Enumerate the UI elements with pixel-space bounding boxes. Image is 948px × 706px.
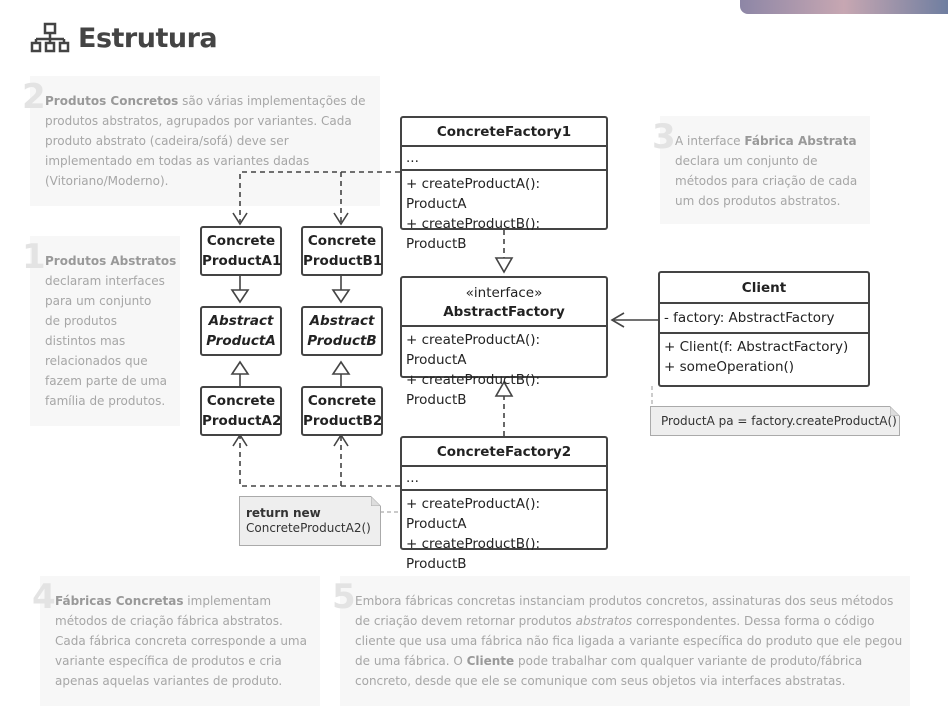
- note-text: A interface Fábrica Abstrata declara um …: [675, 134, 858, 208]
- decorative-banner-image: [740, 0, 948, 14]
- note-concrete-factories: 4 Fábricas Concretas implementam métodos…: [32, 576, 320, 706]
- note-bold: Fábricas Concretas: [55, 594, 184, 608]
- inheritance-arrow: [331, 360, 351, 375]
- class-concrete-factory-1: ConcreteFactory1 ... + createProductA():…: [400, 116, 608, 252]
- arrowhead: [610, 312, 625, 328]
- inheritance-arrow: [331, 289, 351, 304]
- note-abstract-factory: 3 A interface Fábrica Abstrata declara u…: [652, 116, 870, 224]
- note-number: 2: [22, 77, 46, 117]
- note-number: 1: [22, 237, 46, 277]
- dependency-line-cf1-products: [239, 171, 400, 222]
- realization-arrow: [494, 380, 514, 397]
- class-methods: + createProductA(): ProductA + createPro…: [402, 325, 606, 413]
- note-text: Fábricas Concretas implementam métodos d…: [55, 594, 307, 688]
- class-concrete-factory-2: ConcreteFactory2 ... + createProductA():…: [400, 436, 608, 572]
- class-fields: ...: [402, 465, 606, 489]
- note-bold: Produtos Concretos: [45, 94, 179, 108]
- class-client: Client - factory: AbstractFactory + Clie…: [658, 271, 870, 387]
- dependency-line-cf2-products: [239, 436, 400, 487]
- note-text: Produtos Abstratos declaram interfaces p…: [45, 254, 177, 408]
- code-note-cf2: return new ConcreteProductA2(): [239, 496, 381, 546]
- note-number: 3: [652, 117, 676, 157]
- class-methods: + Client(f: AbstractFactory) + someOpera…: [660, 332, 868, 380]
- note-text: Embora fábricas concretas instanciam pro…: [355, 594, 903, 688]
- note-number: 5: [332, 577, 356, 617]
- class-name: Client: [741, 280, 787, 296]
- page-title: Estrutura: [78, 22, 218, 54]
- class-methods: + createProductA(): ProductA + createPro…: [402, 489, 606, 577]
- note-concrete-products: 2 Produtos Concretos são várias implemen…: [22, 76, 380, 206]
- class-name: ConcreteFactory1: [436, 124, 572, 140]
- class-fields: ...: [402, 145, 606, 169]
- note-number: 4: [32, 577, 56, 617]
- arrowhead: [333, 212, 349, 226]
- arrowhead: [232, 212, 248, 226]
- class-fields: - factory: AbstractFactory: [660, 302, 868, 332]
- class-name: ConcreteFactory2: [436, 444, 572, 460]
- realization-arrow: [494, 257, 514, 274]
- interface-abstract-factory: «interface» AbstractFactory + createProd…: [400, 276, 608, 408]
- section-header: Estrutura: [30, 18, 218, 58]
- class-methods: + createProductA(): ProductA + createPro…: [402, 169, 606, 257]
- inheritance-arrow: [230, 360, 250, 375]
- code-note-client: ProductA pa = factory.createProductA(): [650, 406, 900, 436]
- note-bold: Produtos Abstratos: [45, 254, 177, 268]
- note-bold: Fábrica Abstrata: [744, 134, 857, 148]
- note-abstract-return-types: 5 Embora fábricas concretas instanciam p…: [332, 576, 910, 706]
- sitemap-icon: [30, 22, 70, 53]
- note-abstract-products: 1 Produtos Abstratos declaram interfaces…: [22, 236, 180, 426]
- interface-stereotype: «interface»: [465, 285, 543, 301]
- note-fold-icon: [371, 496, 381, 506]
- note-text: Produtos Concretos são várias implementa…: [45, 94, 366, 188]
- class-name: AbstractFactory: [443, 304, 565, 320]
- note-fold-icon: [890, 406, 900, 416]
- inheritance-arrow: [230, 289, 250, 304]
